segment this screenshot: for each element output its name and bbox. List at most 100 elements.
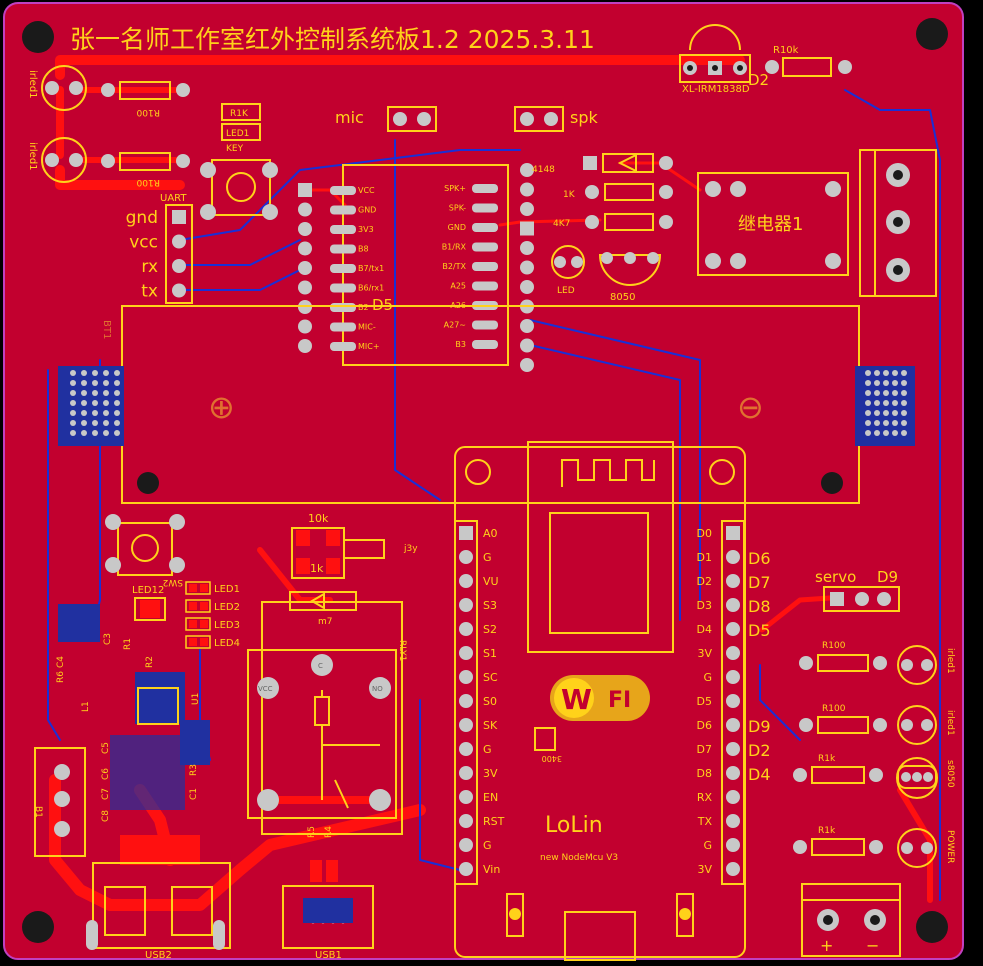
c3400-label: 3400: [542, 754, 562, 763]
battery-via: [865, 430, 871, 436]
r1k-key-label: R1K: [230, 109, 249, 119]
bottom-left-connector: [34, 747, 86, 857]
right-irled-2-label: irled1: [945, 710, 955, 736]
spk-label: spk: [570, 108, 598, 127]
battery-via: [883, 380, 889, 386]
mcu-left-pad: [459, 646, 473, 660]
led-footprint: [185, 635, 211, 649]
rly-vcc-label: VCC: [258, 685, 273, 693]
voice-right-pin-label: A25: [450, 282, 466, 291]
uart-pad: [172, 210, 186, 224]
battery-via: [865, 420, 871, 426]
led-bank-label: LED2: [214, 602, 240, 613]
battery-via: [874, 380, 880, 386]
usb1-connector: R5 R4 USB1: [282, 826, 374, 961]
resistor-r10k-top: R10k: [765, 45, 852, 77]
diode-4148-label: 4148: [532, 165, 555, 175]
battery-via: [883, 420, 889, 426]
mcu-right-pad: [726, 526, 740, 540]
r1k-c-label: R1k: [818, 754, 836, 764]
battery-via: [70, 430, 76, 436]
voice-right-pad: [472, 281, 498, 291]
led-pad: [200, 638, 208, 646]
battery-via: [883, 410, 889, 416]
battery-via: [92, 380, 98, 386]
voice-right-pin-label: A27~: [444, 321, 466, 330]
s8050-label: s8050: [945, 760, 955, 788]
mcu-right-pad: [726, 814, 740, 828]
battery-via: [892, 420, 898, 426]
servo-header: servo D9: [815, 568, 900, 612]
battery-via: [865, 400, 871, 406]
battery-via: [865, 410, 871, 416]
r1k-mid-label: 1k: [310, 562, 324, 575]
battery-via: [883, 390, 889, 396]
voice-right-pad: [472, 184, 498, 193]
mcu-right-pad: [726, 766, 740, 780]
mcu-left-pad: [459, 718, 473, 732]
voice-outer-left-pad: [298, 202, 312, 217]
battery-via: [901, 390, 907, 396]
battery-via: [70, 420, 76, 426]
mcu-left-pin-label: VU: [483, 575, 499, 588]
board-outline: [3, 2, 964, 960]
mcu-right-pin-label: D4: [697, 623, 712, 636]
voice-left-pad: [330, 186, 356, 195]
voice-right-pin-label: B3: [455, 340, 466, 349]
mcu-left-pad: [459, 694, 473, 708]
right-r1k-c: R1k: [793, 754, 883, 784]
voice-left-pad: [330, 322, 356, 332]
mcu-left-pin-label: SK: [483, 719, 498, 732]
mcu-left-pin-label: S3: [483, 599, 497, 612]
irled-top-1-label: irled1: [27, 70, 38, 99]
voice-outer-left-pad: [298, 241, 312, 256]
mcu-right-pad: [726, 622, 740, 636]
mic-label: mic: [335, 108, 364, 127]
voice-left-pad: [330, 225, 356, 234]
voice-left-pin-label: GND: [358, 206, 376, 215]
mcu-right-pad: [726, 574, 740, 588]
switch-sw2: SW2: [105, 514, 185, 587]
voice-left-pin-label: VCC: [358, 186, 375, 195]
voice-right-pin-label: SPK+: [444, 184, 466, 193]
led-pad: [189, 602, 197, 610]
battery-via: [883, 430, 889, 436]
voice-outer-left-pad: [298, 261, 312, 275]
voice-outer-left-pad: [298, 183, 312, 197]
uart-label: UART: [160, 193, 187, 204]
mcu-right-ext-label: D5: [748, 621, 771, 640]
mcu-right-pin-label: D3: [697, 599, 712, 612]
voice-outer-right-pad: [520, 319, 534, 333]
battery-via: [892, 410, 898, 416]
mcu-right-pad: [726, 838, 740, 852]
battery-plus-label: ⊕: [208, 388, 235, 426]
mcu-left-header: [454, 520, 478, 885]
voice-right-pad: [472, 262, 498, 271]
battery-via: [92, 390, 98, 396]
mcu-left-pad: [459, 814, 473, 828]
battery-via: [92, 370, 98, 376]
battery-via: [103, 390, 109, 396]
resistor-r100-b: R100: [101, 152, 190, 187]
mcu-left-pin-label: RST: [483, 815, 505, 828]
voice-outer-right-pad: [520, 241, 534, 255]
mcu-left-pin-label: A0: [483, 527, 498, 540]
battery-via: [892, 370, 898, 376]
battery-via: [70, 390, 76, 396]
battery-via: [81, 400, 87, 406]
mcu-right-pad: [726, 790, 740, 804]
battery-via: [874, 370, 880, 376]
led-footprint: [185, 581, 211, 595]
power-label: POWER: [945, 830, 955, 863]
voice-outer-right-pad: [520, 280, 534, 294]
mcu-left-pin-label: SC: [483, 671, 498, 684]
mcu-right-pin-label: G: [703, 671, 712, 684]
battery-via: [70, 400, 76, 406]
voice-outer-right-pad: [520, 202, 534, 216]
battery-via: [103, 410, 109, 416]
d2-label: D2: [748, 71, 769, 89]
key-label: KEY: [226, 144, 244, 154]
smd-label: R2: [145, 656, 155, 668]
